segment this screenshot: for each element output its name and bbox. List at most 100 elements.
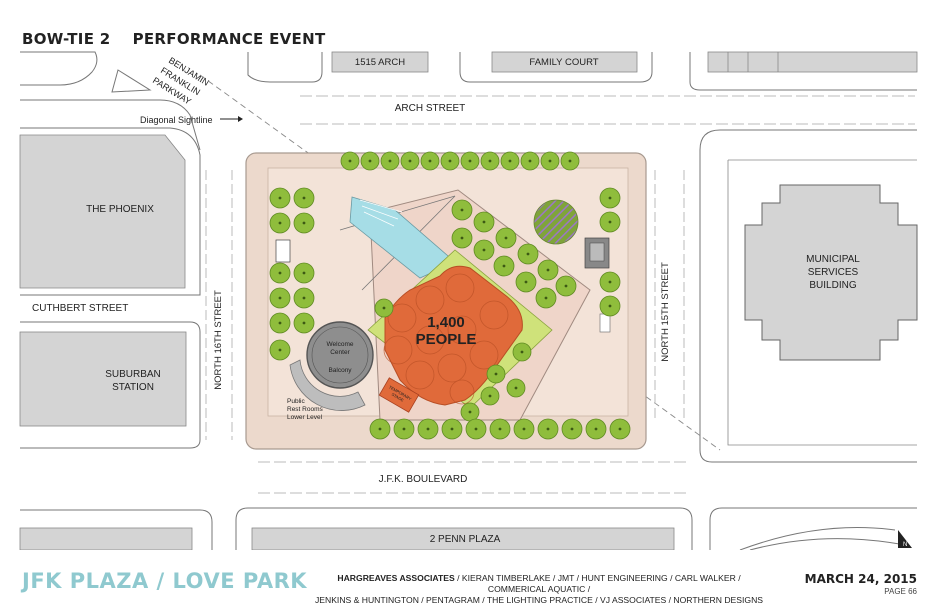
building-municipal-services bbox=[744, 184, 918, 361]
tree-trunk-dot bbox=[302, 271, 306, 275]
tree-trunk-dot bbox=[548, 159, 552, 163]
restrooms-label-3: Lower Level bbox=[287, 414, 323, 421]
tree-trunk-dot bbox=[514, 386, 518, 390]
municipal-label-1: MUNICIPAL bbox=[806, 254, 860, 265]
arch-street-crosswalk bbox=[300, 95, 915, 125]
family-court-label: FAMILY COURT bbox=[529, 57, 598, 68]
tree-trunk-dot bbox=[278, 321, 282, 325]
tree-trunk-dot bbox=[488, 394, 492, 398]
tree-trunk-dot bbox=[494, 372, 498, 376]
page-title: BOW-TIE 2 PERFORMANCE EVENT bbox=[22, 30, 326, 48]
building-1515-arch bbox=[331, 51, 429, 73]
tree-trunk-dot bbox=[504, 236, 508, 240]
tree-trunk-dot bbox=[482, 220, 486, 224]
tree-trunk-dot bbox=[278, 221, 282, 225]
project-credits: HARGREAVES ASSOCIATES / KIERAN TIMBERLAK… bbox=[314, 573, 764, 606]
tree-trunk-dot bbox=[378, 427, 382, 431]
tree-trunk-dot bbox=[278, 296, 282, 300]
lead-firm: HARGREAVES ASSOCIATES bbox=[337, 573, 455, 583]
welcome-center-label-1: Welcome bbox=[327, 341, 354, 348]
tree-trunk-dot bbox=[524, 280, 528, 284]
page-number: PAGE 66 bbox=[884, 587, 917, 596]
tree-trunk-dot bbox=[468, 159, 472, 163]
municipal-block-outline bbox=[699, 129, 917, 463]
project-name: JFK PLAZA / LOVE PARK bbox=[22, 569, 308, 593]
tree-trunk-dot bbox=[302, 196, 306, 200]
tree-trunk-dot bbox=[508, 159, 512, 163]
tree-trunk-dot bbox=[608, 280, 612, 284]
tree-trunk-dot bbox=[450, 427, 454, 431]
site-plan: 1515 ARCH FAMILY COURT BENJAMIN FRANKLIN… bbox=[19, 51, 918, 550]
tree-trunk-dot bbox=[278, 196, 282, 200]
the-phoenix-label: THE PHOENIX bbox=[86, 204, 154, 215]
building-suburban-station bbox=[19, 331, 187, 427]
tree-trunk-dot bbox=[348, 159, 352, 163]
municipal-label-2: SERVICES bbox=[808, 267, 859, 278]
top-left-block-outline bbox=[247, 52, 323, 83]
top-middle-block-outline bbox=[459, 52, 653, 83]
building-the-phoenix bbox=[19, 134, 186, 289]
suburban-station-label-1: SUBURBAN bbox=[105, 369, 161, 380]
restrooms-label-1: Public bbox=[287, 398, 305, 405]
two-penn-plaza-label: 2 PENN PLAZA bbox=[430, 534, 501, 545]
grate-west bbox=[275, 239, 291, 263]
building-northeast bbox=[707, 51, 918, 73]
tree-trunk-dot bbox=[426, 427, 430, 431]
arch-street-label: ARCH STREET bbox=[395, 103, 466, 114]
temporary-stage bbox=[378, 377, 420, 413]
north-arrow-icon bbox=[898, 530, 912, 548]
tree-trunk-dot bbox=[388, 159, 392, 163]
north-16th-street-label: NORTH 16TH STREET bbox=[213, 290, 224, 390]
tree-trunk-dot bbox=[448, 159, 452, 163]
tree-trunk-dot bbox=[608, 220, 612, 224]
north-arrow-label: N bbox=[903, 542, 907, 548]
tree-trunk-dot bbox=[546, 268, 550, 272]
crowd-count: 1,400 bbox=[427, 314, 465, 331]
tree-trunk-dot bbox=[594, 427, 598, 431]
planter-east bbox=[599, 313, 611, 333]
credits-line-1: / KIERAN TIMBERLAKE / JMT / HUNT ENGINEE… bbox=[457, 573, 741, 594]
tree-trunk-dot bbox=[302, 296, 306, 300]
tree-trunk-dot bbox=[368, 159, 372, 163]
tree-trunk-dot bbox=[498, 427, 502, 431]
credits-line-2: JENKINS & HUNTINGTON / PENTAGRAM / THE L… bbox=[314, 595, 764, 605]
diagonal-sightline-label: Diagonal Sightline bbox=[140, 115, 213, 125]
building-2-penn-plaza bbox=[251, 527, 675, 550]
tree-trunk-dot bbox=[522, 427, 526, 431]
tree-trunk-dot bbox=[528, 159, 532, 163]
color-planter bbox=[533, 199, 579, 245]
tree-trunk-dot bbox=[488, 159, 492, 163]
tree-trunk-dot bbox=[402, 427, 406, 431]
stage-label-2: STAGE bbox=[391, 392, 405, 403]
building-1515-arch-label: 1515 ARCH bbox=[355, 57, 405, 68]
tree-trunk-dot bbox=[502, 264, 506, 268]
municipal-label-3: BUILDING bbox=[809, 280, 856, 291]
crowd-tree-canopies bbox=[383, 273, 509, 405]
tree-trunk-dot bbox=[546, 427, 550, 431]
tree-trunk-dot bbox=[608, 304, 612, 308]
tree-trunk-dot bbox=[460, 208, 464, 212]
tree-trunk-dot bbox=[302, 221, 306, 225]
parkway-curb bbox=[20, 99, 201, 151]
tree-trunk-dot bbox=[618, 427, 622, 431]
tree-trunk-dot bbox=[474, 427, 478, 431]
amphitheater-steps bbox=[289, 359, 366, 411]
document-date: MARCH 24, 2015 bbox=[804, 572, 917, 586]
tree-trunk-dot bbox=[460, 236, 464, 240]
tree-trunk-dot bbox=[608, 196, 612, 200]
parkway-island bbox=[111, 69, 152, 93]
building-family-court bbox=[491, 51, 638, 73]
tree-trunk-dot bbox=[544, 296, 548, 300]
welcome-center-label-2: Center bbox=[330, 349, 350, 356]
tree-trunk-dot bbox=[302, 321, 306, 325]
tree-trunk-dot bbox=[428, 159, 432, 163]
welcome-center bbox=[306, 321, 374, 389]
tree-trunk-dot bbox=[382, 306, 386, 310]
tree-trunk-dot bbox=[482, 248, 486, 252]
tree-trunk-dot bbox=[564, 284, 568, 288]
tree-trunk-dot bbox=[408, 159, 412, 163]
restrooms-label-2: Rest Rooms bbox=[287, 406, 324, 413]
tree-trunk-dot bbox=[278, 348, 282, 352]
crowd-label: PEOPLE bbox=[416, 331, 477, 348]
balcony-label: Balcony bbox=[328, 367, 352, 374]
